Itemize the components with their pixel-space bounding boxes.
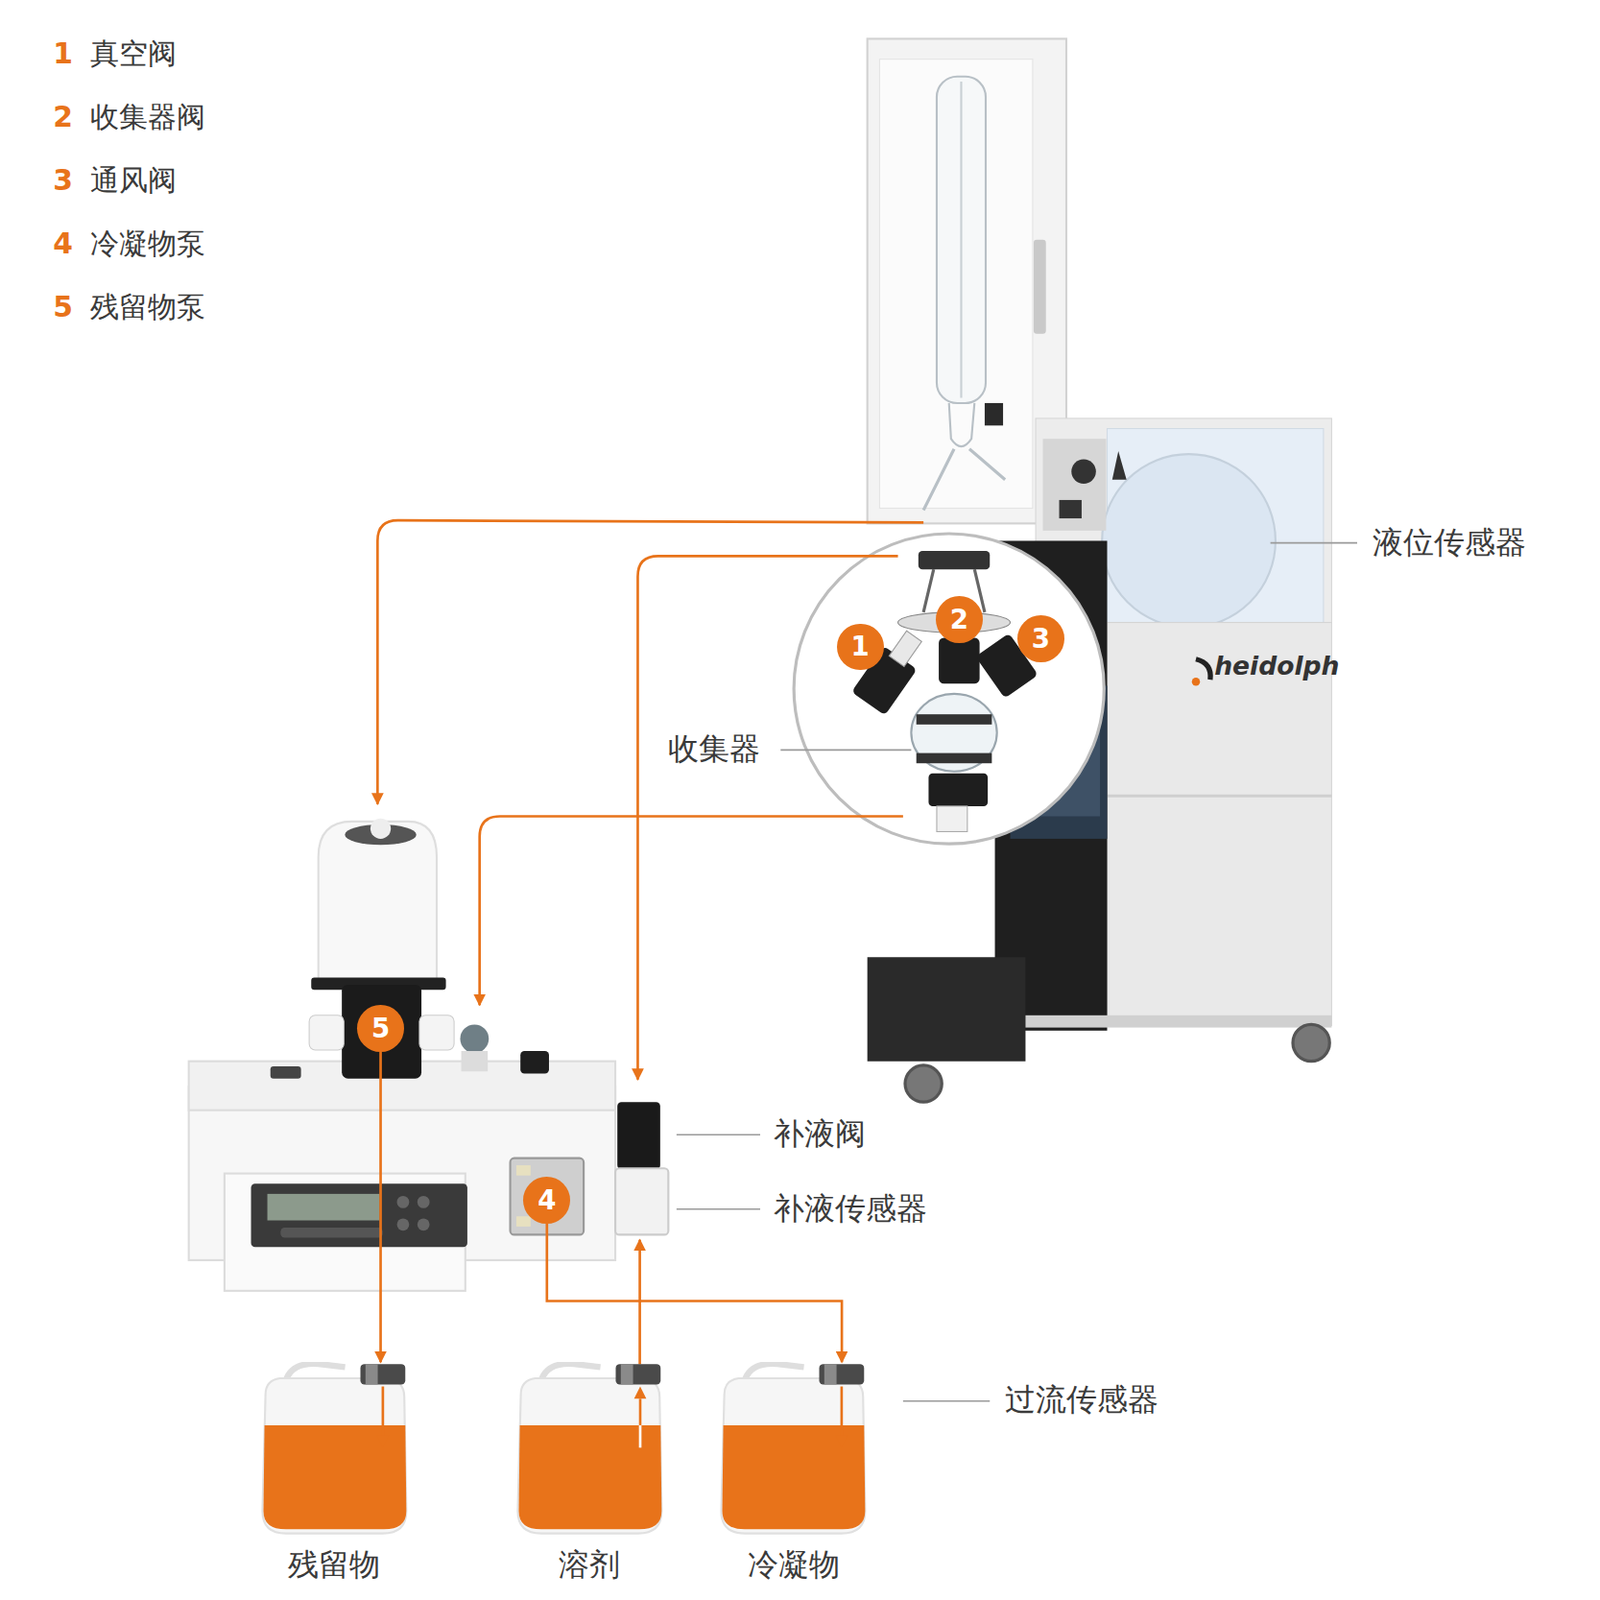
callout-circle: 5: [357, 1004, 405, 1052]
canister-label: 残留物: [255, 1546, 414, 1583]
legend-number: 1: [52, 36, 73, 72]
legend-number: 2: [52, 99, 73, 135]
callout-circle: 3: [1017, 615, 1065, 663]
flow-connector: [547, 1223, 842, 1363]
part-label: 液位传感器: [1372, 524, 1527, 561]
canister: 溶剂: [510, 1361, 669, 1583]
legend-number: 3: [52, 163, 73, 198]
callout-circle: 2: [935, 596, 983, 644]
legend-text: 冷凝物泵: [90, 226, 206, 262]
flow-connector: [379, 1051, 383, 1362]
callout-number: 2: [950, 603, 969, 636]
legend-text: 通风阀: [90, 163, 177, 198]
callout-number: 1: [851, 630, 870, 663]
part-label: 补液阀: [773, 1115, 866, 1152]
canister-shape: [255, 1361, 414, 1536]
legend-text: 收集器阀: [90, 99, 206, 135]
canister-label: 冷凝物: [714, 1546, 873, 1583]
part-label: 收集器: [668, 730, 761, 767]
callout-circle: 1: [836, 623, 884, 671]
part-label: 过流传感器: [1004, 1381, 1159, 1418]
canister-shape: [714, 1361, 873, 1536]
canister-shape: [510, 1361, 669, 1536]
legend-text: 真空阀: [90, 36, 177, 72]
brand-logo: heidolph: [1214, 650, 1339, 682]
part-label: 补液传感器: [773, 1190, 928, 1227]
canister: 残留物: [255, 1361, 414, 1583]
callout-number: 3: [1031, 622, 1051, 655]
canister-label: 溶剂: [510, 1546, 669, 1583]
legend-text: 残留物泵: [90, 289, 206, 325]
callout-circle: 4: [523, 1176, 571, 1224]
legend-number: 4: [52, 226, 73, 262]
callout-number: 5: [371, 1012, 390, 1045]
canister: 冷凝物: [714, 1361, 873, 1583]
callout-number: 4: [537, 1184, 556, 1217]
legend-number: 5: [52, 289, 73, 325]
